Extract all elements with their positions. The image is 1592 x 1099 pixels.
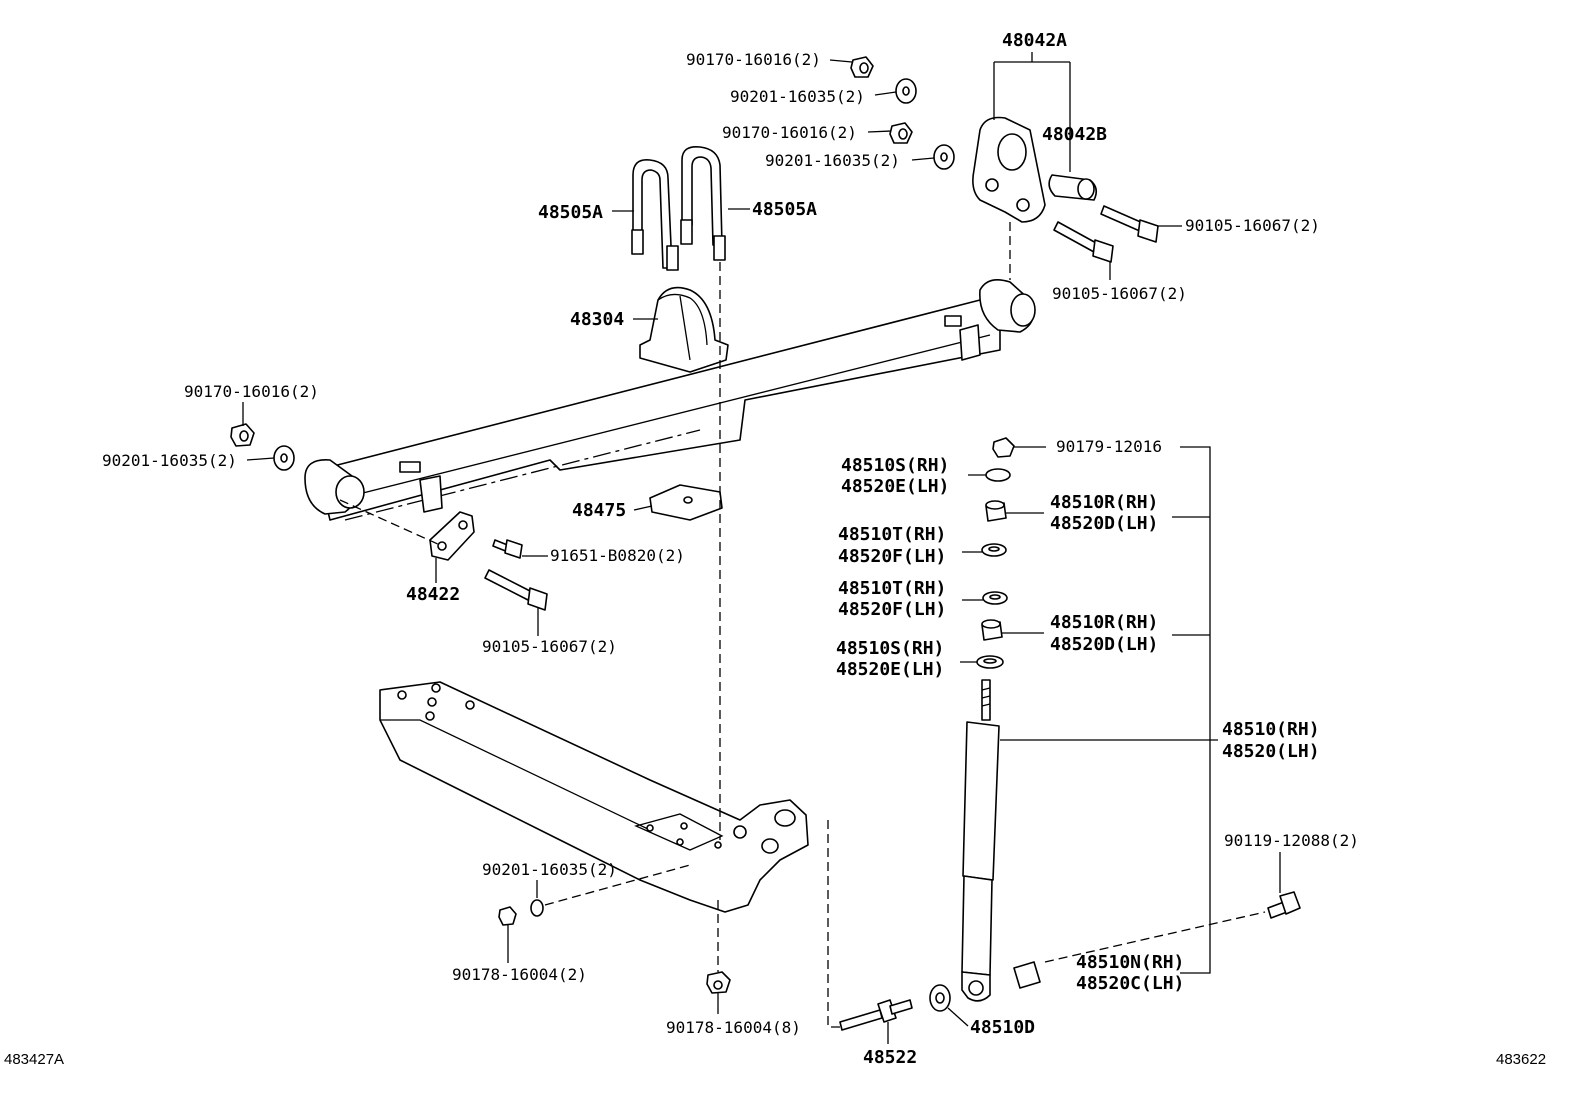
label-90201-top2: 90201-16035(2) xyxy=(765,151,900,170)
label-90170-top2: 90170-16016(2) xyxy=(722,123,857,142)
bolt-90105-lower-right xyxy=(1053,221,1114,263)
bushing-48510r-1 xyxy=(985,500,1007,522)
washer-90201-top2 xyxy=(933,144,955,170)
bolt-90105-left xyxy=(484,569,548,611)
nut-90170-top1 xyxy=(850,56,874,78)
label-48520e-1: 48520E(LH) xyxy=(841,476,949,497)
leader-lines xyxy=(242,52,1281,1044)
label-90170-top1: 90170-16016(2) xyxy=(686,50,821,69)
label-90201-bottom: 90201-16035(2) xyxy=(482,860,617,879)
label-48422: 48422 xyxy=(406,584,460,605)
washer-90201-top1 xyxy=(895,78,917,104)
label-48042a: 48042A xyxy=(1002,30,1067,51)
label-90105-left: 90105-16067(2) xyxy=(482,637,617,656)
u-bolt-right xyxy=(680,145,726,261)
corner-code-left: 483427A xyxy=(4,1051,64,1068)
plate-48475 xyxy=(649,484,723,521)
bushing-48510r-2 xyxy=(981,619,1003,641)
washer-48510s-1 xyxy=(985,468,1011,482)
label-48510t-2: 48510T(RH) xyxy=(838,578,946,599)
label-48042b: 48042B xyxy=(1042,124,1107,145)
bolt-91651 xyxy=(492,539,523,559)
label-90119: 90119-12088(2) xyxy=(1224,831,1359,850)
spring-rear-eye xyxy=(979,279,1036,333)
nut-90170-top2 xyxy=(889,122,913,144)
label-48505a-left: 48505A xyxy=(538,202,603,223)
washer-90201-left xyxy=(273,445,295,471)
label-48304: 48304 xyxy=(570,309,624,330)
washer-48510d xyxy=(929,984,951,1012)
bracket-48422 xyxy=(429,511,475,561)
label-48505a-right: 48505A xyxy=(752,199,817,220)
label-90201-left: 90201-16035(2) xyxy=(102,451,237,470)
u-bolt-left xyxy=(631,158,679,271)
frame-axle xyxy=(379,681,809,913)
label-48510r-1: 48510R(RH) xyxy=(1050,492,1158,513)
label-90105-right-1: 90105-16067(2) xyxy=(1185,216,1320,235)
bolt-48522 xyxy=(839,999,913,1031)
label-48510n: 48510N(RH) xyxy=(1076,952,1184,973)
label-48475: 48475 xyxy=(572,500,626,521)
nut-90179 xyxy=(992,437,1015,458)
retainer-48510t-2 xyxy=(982,591,1008,605)
shock-absorber-48510 xyxy=(961,679,1000,1002)
label-48510t-1: 48510T(RH) xyxy=(838,524,946,545)
spring-front-eye xyxy=(304,459,365,515)
label-91651: 91651-B0820(2) xyxy=(550,546,685,565)
bolt-90119 xyxy=(1267,891,1301,919)
label-90201-top1: 90201-16035(2) xyxy=(730,87,865,106)
washer-90201-bottom xyxy=(530,899,544,917)
label-90178-a: 90178-16004(2) xyxy=(452,965,587,984)
label-48520: 48520(LH) xyxy=(1222,741,1320,762)
label-48520f-2: 48520F(LH) xyxy=(838,599,946,620)
corner-code-right: 483622 xyxy=(1496,1051,1546,1068)
label-48520f-1: 48520F(LH) xyxy=(838,546,946,567)
label-90178-b: 90178-16004(8) xyxy=(666,1018,801,1037)
label-48520d-1: 48520D(LH) xyxy=(1050,513,1158,534)
label-48510d: 48510D xyxy=(970,1017,1035,1038)
label-48510r-2: 48510R(RH) xyxy=(1050,612,1158,633)
assembly-dashed-lines xyxy=(339,222,1266,1028)
leaf-spring xyxy=(304,279,1036,521)
label-90179: 90179-12016 xyxy=(1056,437,1162,456)
spring-seat-48304 xyxy=(639,286,729,373)
washer-48510s-2 xyxy=(976,655,1004,669)
retainer-48510t-1 xyxy=(981,543,1007,557)
label-90170-left: 90170-16016(2) xyxy=(184,382,319,401)
label-48520c: 48520C(LH) xyxy=(1076,973,1184,994)
shackle-48042a xyxy=(972,116,1046,223)
label-90105-right-2: 90105-16067(2) xyxy=(1052,284,1187,303)
bolt-90105-upper-right xyxy=(1100,205,1159,243)
nut-90178-a xyxy=(498,906,517,926)
label-48520e-2: 48520E(LH) xyxy=(836,659,944,680)
label-48522: 48522 xyxy=(863,1047,917,1068)
label-48510: 48510(RH) xyxy=(1222,719,1320,740)
bushing-48510n xyxy=(1013,961,1041,989)
label-48510s-2: 48510S(RH) xyxy=(836,638,944,659)
nut-90178-b xyxy=(706,971,731,994)
label-48520d-2: 48520D(LH) xyxy=(1050,634,1158,655)
bushing-48042b xyxy=(1048,174,1098,201)
label-48510s-1: 48510S(RH) xyxy=(841,455,949,476)
nut-90170-left xyxy=(230,423,255,447)
